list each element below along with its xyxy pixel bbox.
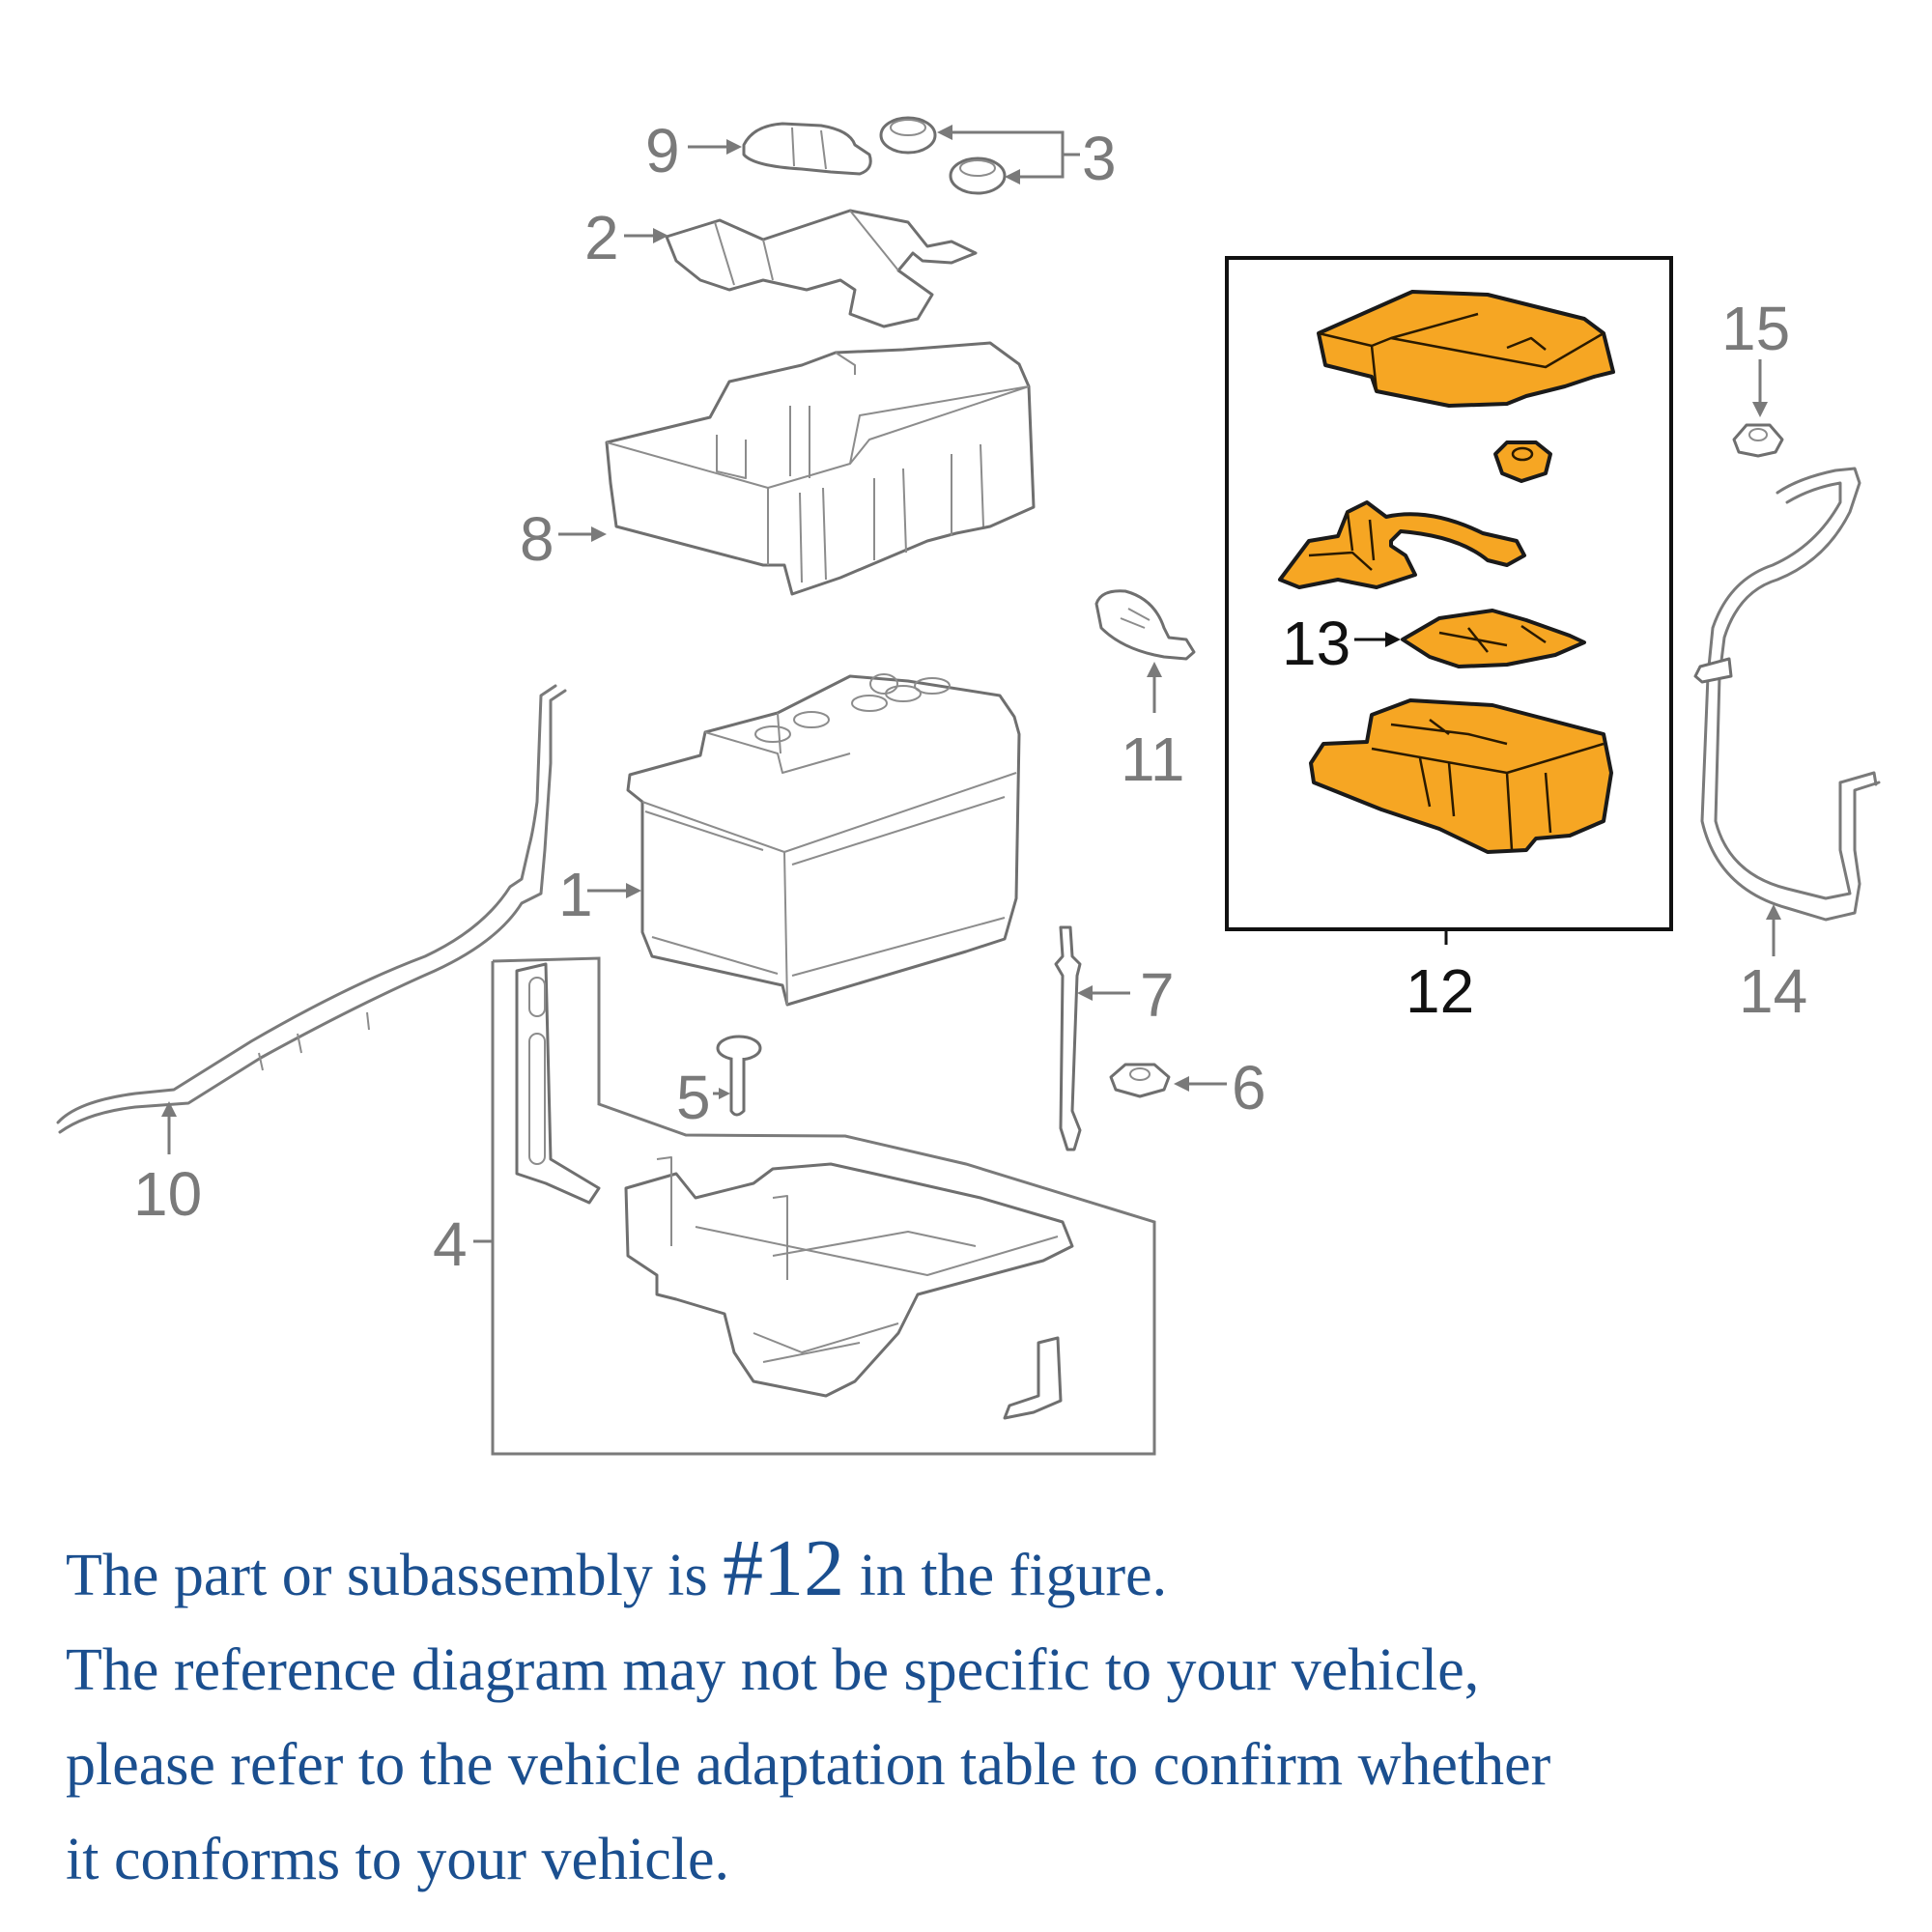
callout-5: 5 xyxy=(676,1063,730,1132)
callout-label-2: 2 xyxy=(584,203,619,272)
part-2-hold-down-bracket xyxy=(665,209,978,328)
callout-label-13: 13 xyxy=(1282,609,1350,678)
callout-label-14: 14 xyxy=(1739,956,1807,1026)
callout-label-3: 3 xyxy=(1082,124,1117,193)
part-1-battery xyxy=(626,673,1021,1007)
callout-10: 10 xyxy=(133,1101,202,1229)
callout-label-5: 5 xyxy=(676,1063,711,1132)
part-4-battery-tray xyxy=(515,962,1074,1420)
part-10-vent-tube xyxy=(56,684,567,1134)
part-8-battery-cover xyxy=(605,341,1036,596)
caption-part-number: #12 xyxy=(723,1523,845,1613)
caption-line-4: it conforms to your vehicle. xyxy=(66,1827,729,1892)
callout-label-1: 1 xyxy=(558,860,593,929)
part-5-bolt xyxy=(716,1035,762,1117)
frame-12 xyxy=(1225,256,1673,931)
caption-line-3: please refer to the vehicle adaptation t… xyxy=(66,1732,1551,1798)
part-7-hold-down-rod xyxy=(1054,925,1082,1151)
caption-line-2: The reference diagram may not be specifi… xyxy=(66,1637,1480,1703)
part-12-nut xyxy=(1493,440,1552,483)
frame-4 xyxy=(491,956,1156,1456)
callout-label-9: 9 xyxy=(645,116,680,185)
callout-2: 2 xyxy=(584,203,668,272)
callout-label-4: 4 xyxy=(433,1209,468,1279)
callout-1: 1 xyxy=(558,860,641,929)
callout-label-11: 11 xyxy=(1121,724,1184,794)
part-13-fuse-block-insert xyxy=(1401,609,1586,668)
caption-line-1-after: in the figure. xyxy=(844,1543,1168,1608)
part-6-nut xyxy=(1109,1063,1171,1098)
callout-label-6: 6 xyxy=(1232,1053,1266,1122)
part-3-terminal-caps xyxy=(879,116,1007,195)
callout-15: 15 xyxy=(1721,294,1790,417)
callout-label-8: 8 xyxy=(520,504,554,574)
part-14-positive-cable xyxy=(1693,467,1881,922)
callout-6: 6 xyxy=(1174,1053,1266,1122)
caption-line-1-before: The part or subassembly is xyxy=(66,1543,724,1608)
callout-8: 8 xyxy=(520,504,607,574)
callout-11: 11 xyxy=(1121,662,1184,794)
callout-label-15: 15 xyxy=(1721,294,1790,363)
part-12-fuse-block-cover xyxy=(1317,290,1615,408)
caption-line-1: The part or subassembly is #12 in the fi… xyxy=(66,1521,1901,1623)
caption: The part or subassembly is #12 in the fi… xyxy=(66,1521,1901,1907)
callout-3: 3 xyxy=(937,124,1117,193)
callout-label-7: 7 xyxy=(1140,960,1175,1030)
callout-9: 9 xyxy=(645,116,742,185)
callout-label-12: 12 xyxy=(1406,956,1474,1026)
part-11-clip xyxy=(1094,589,1196,661)
parts-diagram: 9 3 2 8 xyxy=(56,116,1881,1456)
callout-label-10: 10 xyxy=(133,1159,202,1229)
callout-7: 7 xyxy=(1077,960,1175,1030)
callout-4: 4 xyxy=(433,1209,493,1279)
part-15-nut xyxy=(1732,423,1784,458)
callout-13: 13 xyxy=(1282,609,1401,678)
callout-12: 12 xyxy=(1406,929,1474,1026)
callout-14: 14 xyxy=(1739,904,1807,1026)
part-9-vent-plug xyxy=(742,122,872,176)
part-12-cable-terminal xyxy=(1278,500,1526,589)
part-12-fuse-block-base xyxy=(1309,698,1613,854)
